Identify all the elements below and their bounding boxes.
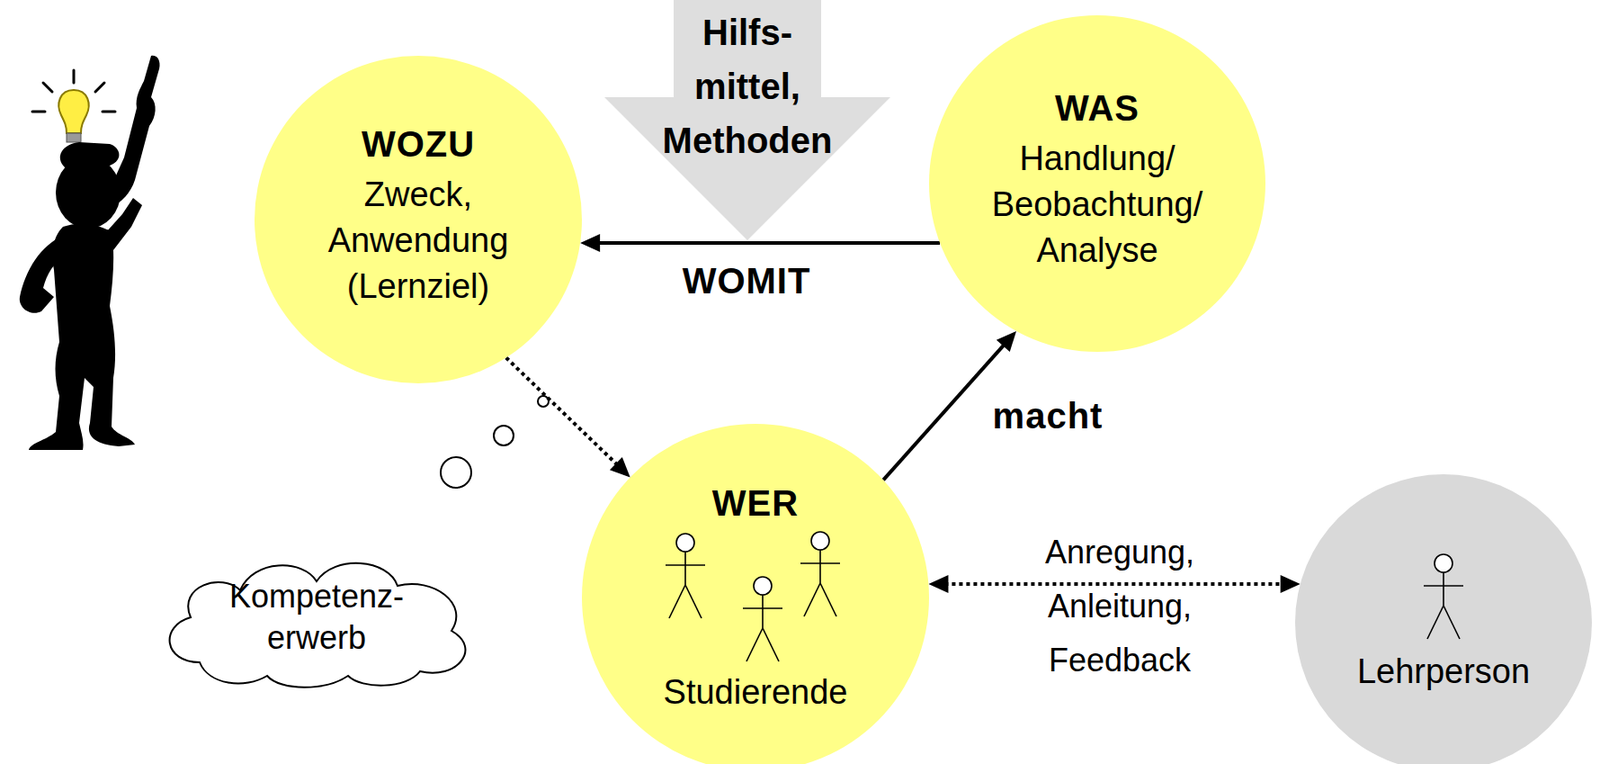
node-text: Studierende [620, 669, 891, 716]
thinking-figure [19, 55, 161, 450]
lightbulb-icon [32, 70, 116, 143]
person-icon [1423, 554, 1464, 639]
node-text: Kompetenz- erwerb [217, 575, 416, 659]
dotted-arrow [506, 357, 631, 478]
person-icon [665, 533, 706, 618]
teacher-circle: Lehrperson [1295, 473, 1592, 764]
person-icon [800, 531, 841, 617]
label-patch: Anregung, Anleitung, Feedback [1041, 533, 1198, 679]
arrow-connector [580, 233, 940, 252]
students-circle: WER Studierende [581, 423, 930, 764]
edge-label: WOMIT [629, 258, 864, 304]
node-heading: WOZU [361, 121, 475, 167]
node-text: Hilfs- mittel, Methoden [648, 5, 847, 168]
person-icon [742, 576, 783, 662]
cloud-shape [145, 545, 488, 689]
thought-bubbles [440, 395, 549, 488]
edge-label: macht [957, 393, 1138, 438]
node-heading: WER [712, 480, 799, 526]
label-patch: WOMIT [679, 260, 815, 301]
thought-cloud: Kompetenz- erwerb [145, 545, 488, 689]
node-text: Zweck, Anwendung (Lernziel) [296, 171, 540, 310]
action-circle: WASHandlung/ Beobachtung/ Analyse [929, 15, 1266, 352]
label-patch: macht [989, 395, 1108, 436]
node-text: Handlung/ Beobachtung/ Analyse [962, 135, 1233, 274]
people-icons [1407, 551, 1480, 642]
node-text: Lehrperson [1317, 648, 1570, 695]
tools-arrow: Hilfs- mittel, Methoden [604, 0, 891, 241]
purpose-circle: WOZUZweck, Anwendung (Lernziel) [254, 55, 582, 384]
people-icons [647, 530, 864, 666]
edge-label: Anregung, Anleitung, Feedback [1029, 525, 1210, 688]
node-heading: WAS [1054, 85, 1140, 131]
